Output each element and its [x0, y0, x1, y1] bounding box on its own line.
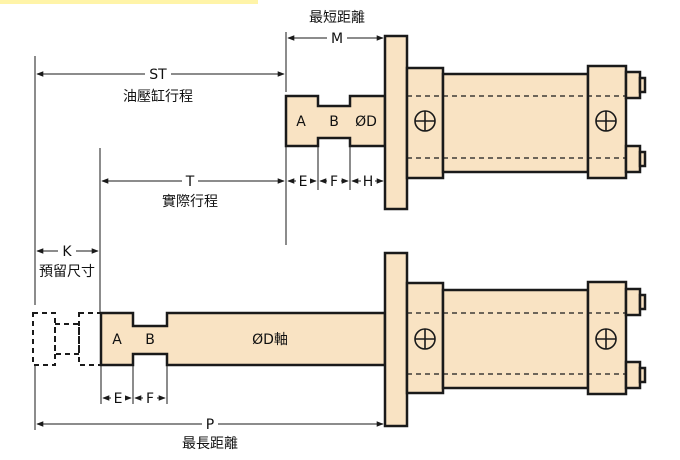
top-f-label: F — [330, 174, 338, 190]
top-rod-d-label: ØD — [355, 114, 377, 130]
bottom-e-label: E — [114, 391, 123, 407]
top-rod-a-label: A — [296, 114, 306, 130]
st-label: ST — [149, 67, 167, 83]
p-label: P — [206, 417, 214, 433]
t-description: 實際行程 — [162, 193, 218, 210]
st-description: 油壓缸行程 — [123, 88, 193, 105]
bottom-hidden-lines — [407, 312, 626, 375]
min-distance-label: 最短距離 — [309, 9, 365, 26]
top-highlight-bar — [0, 0, 258, 4]
top-nut-lower — [624, 144, 642, 174]
bottom-barrel — [441, 288, 590, 390]
top-hidden-lines — [407, 95, 626, 159]
top-cylinder — [284, 34, 647, 211]
top-rod-b-label: B — [329, 114, 339, 130]
bottom-nut-lower — [624, 360, 642, 390]
bottom-nut-upper — [624, 287, 642, 317]
reserve-outline — [32, 312, 102, 366]
top-flange — [383, 34, 409, 211]
top-e-label: E — [299, 174, 308, 190]
k-label: K — [62, 244, 72, 260]
bottom-flange — [383, 251, 409, 428]
top-rear-block — [586, 64, 628, 180]
k-description: 預留尺寸 — [39, 264, 95, 280]
top-h-label: H — [363, 174, 374, 190]
bottom-rod — [99, 311, 387, 367]
max-distance-label: 最長距離 — [182, 435, 238, 452]
top-nut-upper — [624, 70, 642, 100]
bottom-rod-a-label: A — [112, 332, 122, 348]
bottom-rod-d-label: ØD軸 — [252, 332, 288, 348]
bottom-cylinder — [99, 251, 647, 428]
t-label: T — [185, 174, 195, 190]
bottom-f-label: F — [146, 391, 154, 407]
top-barrel — [441, 72, 590, 174]
m-label: M — [331, 31, 343, 47]
bottom-rod-b-label: B — [145, 332, 155, 348]
bottom-rear-block — [586, 280, 628, 396]
